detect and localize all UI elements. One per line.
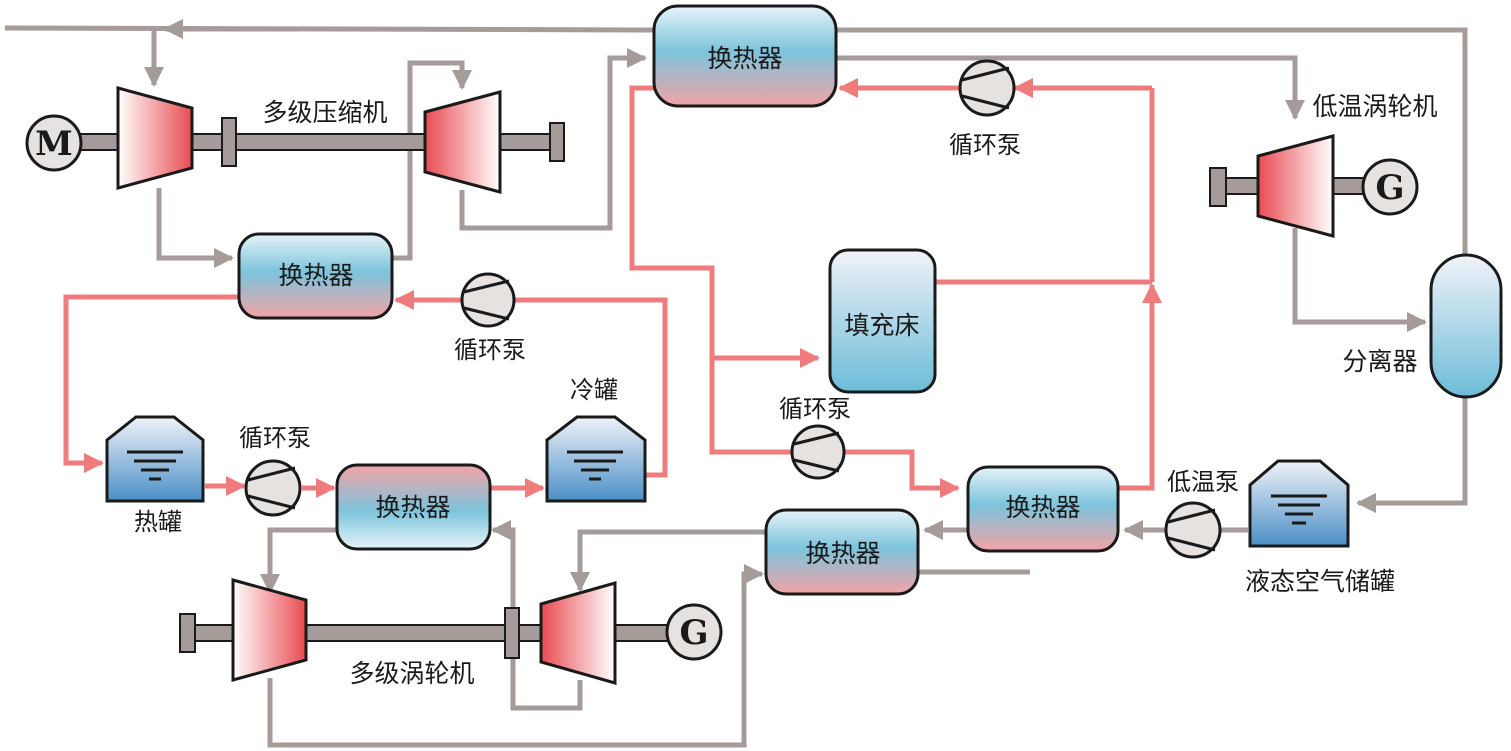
heat-line-to-pump3 — [709, 358, 792, 455]
pump-icon-top — [958, 59, 1016, 117]
hx-top-label: 换热器 — [707, 44, 782, 73]
generator-icon-main: G — [665, 603, 723, 661]
heat-line-tophx-down — [629, 85, 820, 368]
liquid-level-icon — [1271, 494, 1327, 525]
heat-exchanger-bottom: 换热器 — [764, 508, 920, 596]
compressor-label: 多级压缩机 — [262, 98, 387, 127]
compressor-shaft-coupling — [221, 117, 237, 167]
heat-lines — [63, 78, 1162, 498]
separator-label: 分离器 — [1342, 347, 1417, 376]
air-line-hx-to-turbine2 — [570, 529, 768, 592]
lt-turbine-label: 低温涡轮机 — [1312, 92, 1437, 121]
pump-icon-hot-tank — [244, 459, 302, 517]
hx-right-label: 换热器 — [1005, 493, 1080, 522]
air-lines — [4, 19, 1468, 748]
heat-line-hx-up — [1118, 283, 1162, 491]
air-line-turbine1-to-hx — [267, 564, 764, 748]
lt-turbine — [1256, 134, 1335, 238]
motor-label: M — [35, 124, 73, 164]
air-line-comp2-to-tophx — [459, 48, 647, 231]
liquid-air-tank — [1248, 459, 1350, 548]
air-line-tophx-to-ltturbine — [836, 55, 1305, 120]
cryo-pump-icon — [1164, 501, 1222, 559]
generator-label-lt: G — [1375, 168, 1404, 208]
heat-line-hx2-to-hottank — [63, 294, 238, 473]
liquid-level-icon — [127, 450, 183, 481]
air-line-separator-to-lat — [1356, 398, 1468, 513]
heat-exchanger-compressor: 换热器 — [237, 232, 394, 320]
pump-icon-packed-bed — [790, 424, 846, 480]
hx-compressor-label: 换热器 — [278, 261, 353, 290]
heat-exchanger-middle: 换热器 — [335, 463, 492, 551]
turbine-shaft-end — [179, 613, 196, 653]
pump-label-top: 循环泵 — [949, 131, 1021, 159]
packed-bed-label: 填充床 — [844, 311, 919, 340]
heat-line-pump3-to-hx — [845, 449, 960, 498]
pump-label-packed-bed: 循环泵 — [779, 395, 851, 423]
heat-line-coldtank-to-pump — [515, 297, 668, 478]
lt-turbine-shaft-end — [1209, 167, 1227, 207]
hot-tank — [105, 415, 205, 503]
liquid-air-tank-label: 液态空气储罐 — [1245, 567, 1395, 596]
turbine-stage-1 — [231, 578, 308, 682]
pump-icon-compressor-loop — [460, 272, 516, 328]
air-line-top-return — [836, 27, 1468, 285]
hot-tank-label: 热罐 — [134, 508, 182, 536]
liquid-level-icon — [567, 450, 623, 481]
compressor-stage-1 — [116, 86, 194, 190]
shafts — [79, 117, 1368, 659]
heat-exchanger-top: 换热器 — [652, 4, 838, 108]
motor-icon: M — [25, 114, 83, 172]
compressor-shaft-end — [549, 122, 565, 162]
air-line-hxmid-to-turbine1 — [260, 527, 337, 594]
cold-tank — [545, 415, 647, 503]
turbine-stage-2 — [539, 581, 617, 685]
air-line-comp1-to-hx — [156, 188, 234, 268]
air-line-hx-to-comp2 — [393, 60, 472, 261]
generator-label-main: G — [679, 613, 708, 653]
hx-bottom-label: 换热器 — [805, 539, 880, 568]
cryo-pump-label: 低温泵 — [1167, 468, 1239, 496]
air-line-ltturbine-to-separator — [1292, 228, 1427, 332]
hx-middle-label: 换热器 — [375, 493, 450, 522]
air-line-top-left — [4, 25, 656, 33]
air-line-turbine2-to-hxmid — [491, 520, 583, 711]
separator — [1429, 253, 1503, 399]
heat-exchanger-right: 换热器 — [966, 465, 1120, 553]
turbine-shaft-coupling — [504, 607, 520, 659]
generator-icon-lt: G — [1361, 158, 1419, 216]
pump-label-hot-tank: 循环泵 — [239, 424, 311, 452]
turbine-label: 多级涡轮机 — [349, 659, 474, 688]
packed-bed: 填充床 — [828, 248, 937, 394]
pump-label-compressor-loop: 循环泵 — [454, 336, 526, 364]
compressor-stage-2 — [423, 90, 502, 194]
cold-tank-label: 冷罐 — [570, 376, 618, 404]
